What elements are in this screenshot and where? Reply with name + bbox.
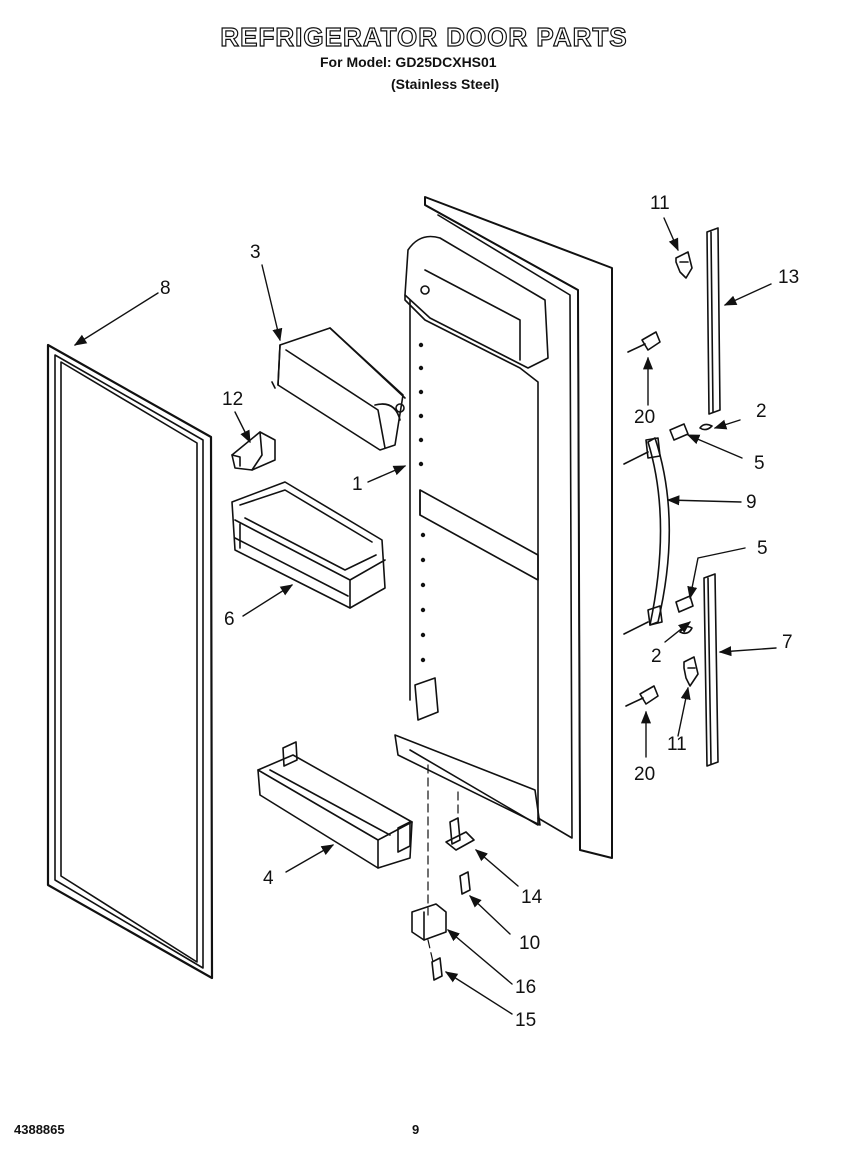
hinge-pin — [445, 817, 475, 851]
callout-12: 12 — [222, 389, 243, 410]
door-liner — [394, 196, 613, 859]
handle-washer-upper — [699, 423, 713, 431]
model-number: For Model: GD25DCXHS01 — [320, 54, 497, 70]
callout-1: 1 — [352, 474, 363, 495]
callout-2-upper: 2 — [756, 401, 767, 422]
mounting-screw-upper — [627, 331, 661, 353]
callout-5-upper: 5 — [754, 453, 765, 474]
handle-screw-lower — [623, 595, 694, 635]
callout-9: 9 — [746, 492, 757, 513]
mounting-screw-lower — [625, 685, 659, 707]
hinge-screw — [459, 871, 471, 895]
callout-numbers: 8 3 12 1 6 4 11 13 20 2 5 9 5 7 2 11 20 … — [160, 193, 799, 1031]
callout-13: 13 — [778, 267, 799, 288]
lower-door-bin — [257, 741, 413, 869]
callout-8: 8 — [160, 278, 171, 299]
door-liner-holes — [418, 342, 426, 663]
callout-11-lower: 11 — [667, 734, 687, 755]
dairy-door — [271, 327, 406, 451]
callout-5-lower: 5 — [757, 538, 768, 559]
callout-7: 7 — [782, 632, 793, 653]
callout-11-upper: 11 — [650, 193, 670, 214]
callout-14: 14 — [521, 887, 543, 908]
callout-15: 15 — [515, 1010, 536, 1031]
document-number: 4388865 — [14, 1122, 65, 1137]
leader-arrows — [73, 217, 777, 1015]
upper-trim-strip — [706, 227, 721, 415]
callout-2-lower: 2 — [651, 646, 662, 667]
trim-clip-upper — [675, 251, 693, 279]
handle-screw-upper — [623, 423, 689, 465]
callout-16: 16 — [515, 977, 536, 998]
lower-trim-strip — [703, 573, 719, 767]
callout-3: 3 — [250, 242, 261, 263]
callout-6: 6 — [224, 609, 235, 630]
page-number: 9 — [412, 1122, 420, 1137]
finish-description: (Stainless Steel) — [391, 76, 500, 92]
door-handle — [645, 437, 671, 626]
callout-10: 10 — [519, 933, 540, 954]
door-gasket — [46, 343, 214, 980]
hinge-bracket — [411, 903, 447, 941]
assembly-lines — [427, 764, 459, 963]
trim-clip-lower — [683, 656, 699, 687]
hinge-bolt — [431, 957, 443, 981]
callout-20-lower: 20 — [634, 764, 655, 785]
callout-4: 4 — [263, 868, 274, 889]
diagram-title: REFRIGERATOR DOOR PARTS — [220, 21, 628, 52]
retainer-clip — [231, 431, 276, 471]
callout-20-upper: 20 — [634, 407, 655, 428]
door-bin — [231, 481, 386, 609]
